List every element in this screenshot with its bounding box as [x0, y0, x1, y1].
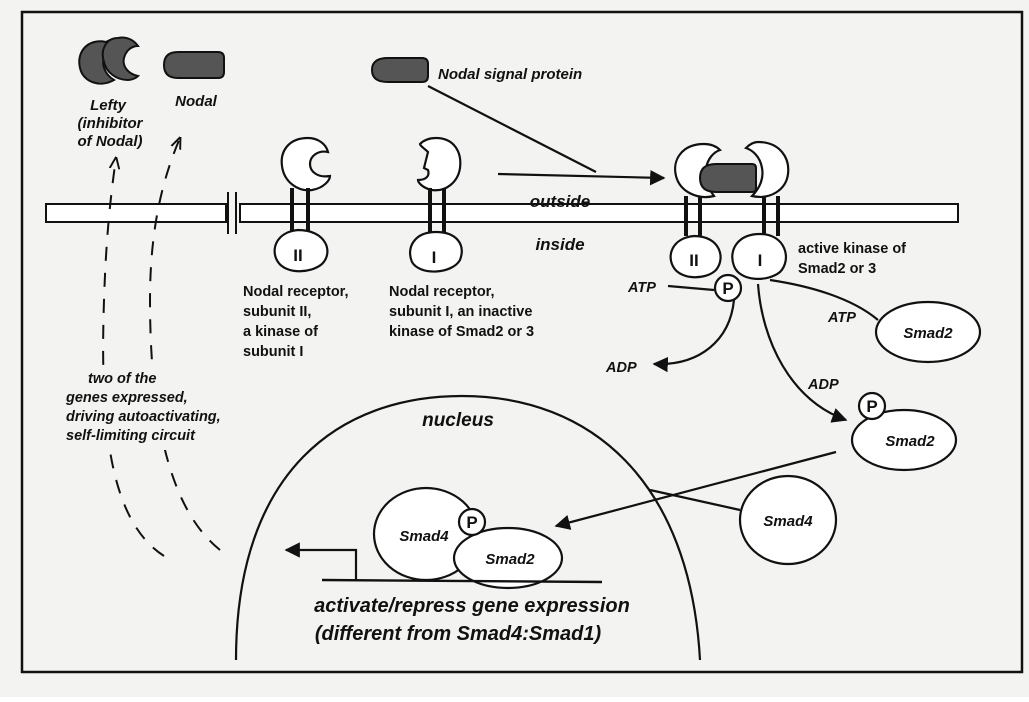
subunit-II-mark: II: [293, 246, 302, 265]
lefty-icon: [79, 37, 138, 83]
subunit-I-description: Nodal receptor, subunit I, an inactive k…: [389, 284, 536, 340]
adp-label-left: ADP: [605, 360, 637, 376]
nuclear-smad4-label: Smad4: [399, 528, 449, 545]
adp-label-right: ADP: [807, 377, 839, 393]
kinase-to-smad2-line: [770, 280, 878, 320]
smad4-join-line: [650, 490, 740, 510]
active-kinase-description: active kinase of Smad2 or 3: [798, 241, 910, 277]
active-kinase-line2: Smad2 or 3: [798, 261, 876, 277]
gene-expression-line2: (different from Smad4:Smad1): [315, 623, 602, 645]
feedback-line3: driving autoactivating,: [66, 409, 221, 425]
atp-label-left: ATP: [627, 280, 656, 296]
gene-expression-line1: activate/repress gene expression: [314, 595, 630, 617]
atp-label-right: ATP: [827, 310, 856, 326]
active-kinase-line1: active kinase of: [798, 241, 906, 257]
smad2-phosphorylated-label: Smad2: [885, 433, 935, 450]
nucleus-label: nucleus: [422, 410, 494, 431]
smad2-phosphate-label: P: [866, 397, 877, 416]
subunit-II-desc-line1: Nodal receptor,: [243, 284, 349, 300]
dna-line: [322, 580, 602, 582]
atp-line-left: [668, 286, 714, 290]
subunit-I-desc-line3: kinase of Smad2 or 3: [389, 324, 534, 340]
nodal-signal-protein-icon: [372, 58, 428, 82]
transcription-arrow: [286, 550, 356, 580]
subunit-I-mark: I: [432, 248, 437, 267]
nodal-icon: [164, 52, 224, 78]
lefty-inhibitor-line2: of Nodal): [78, 133, 143, 150]
nodal-signal-protein-label: Nodal signal protein: [438, 66, 582, 83]
cell-membrane: [46, 192, 958, 234]
nuclear-phosphate-label: P: [466, 513, 477, 532]
subunit-I-desc-line2: subunit I, an inactive: [389, 304, 532, 320]
activation-arrow: [498, 174, 664, 178]
phosphorylation-arrow: [758, 284, 846, 420]
subunit-II-desc-line3: a kinase of: [243, 324, 318, 340]
smad4-free-label: Smad4: [763, 513, 813, 530]
feedback-line2: genes expressed,: [65, 390, 188, 406]
feedback-nodal-dashed: [150, 138, 220, 550]
complex-subunit-II-mark: II: [689, 251, 698, 270]
nodal-label: Nodal: [175, 93, 218, 110]
receptor-phosphate-label: P: [722, 279, 733, 298]
feedback-line1: two of the: [88, 371, 156, 387]
subunit-II-desc-line2: subunit II,: [243, 304, 311, 320]
nuclear-smad2-label: Smad2: [485, 551, 535, 568]
outside-label: outside: [530, 192, 590, 211]
feedback-line4: self-limiting circuit: [66, 428, 196, 444]
subunit-II-description: Nodal receptor, subunit II, a kinase of …: [243, 284, 353, 360]
complex-subunit-I-mark: I: [758, 251, 763, 270]
smad2-free-label: Smad2: [903, 325, 953, 342]
subunit-II-desc-line4: subunit I: [243, 344, 303, 360]
subunit-I-desc-line1: Nodal receptor,: [389, 284, 495, 300]
inside-label: inside: [535, 235, 584, 254]
bound-nodal-icon: [700, 164, 756, 192]
adp-arrow-left: [654, 300, 734, 364]
lefty-inhibitor-line1: (inhibitor: [78, 115, 144, 132]
lefty-label: Lefty: [90, 97, 126, 114]
